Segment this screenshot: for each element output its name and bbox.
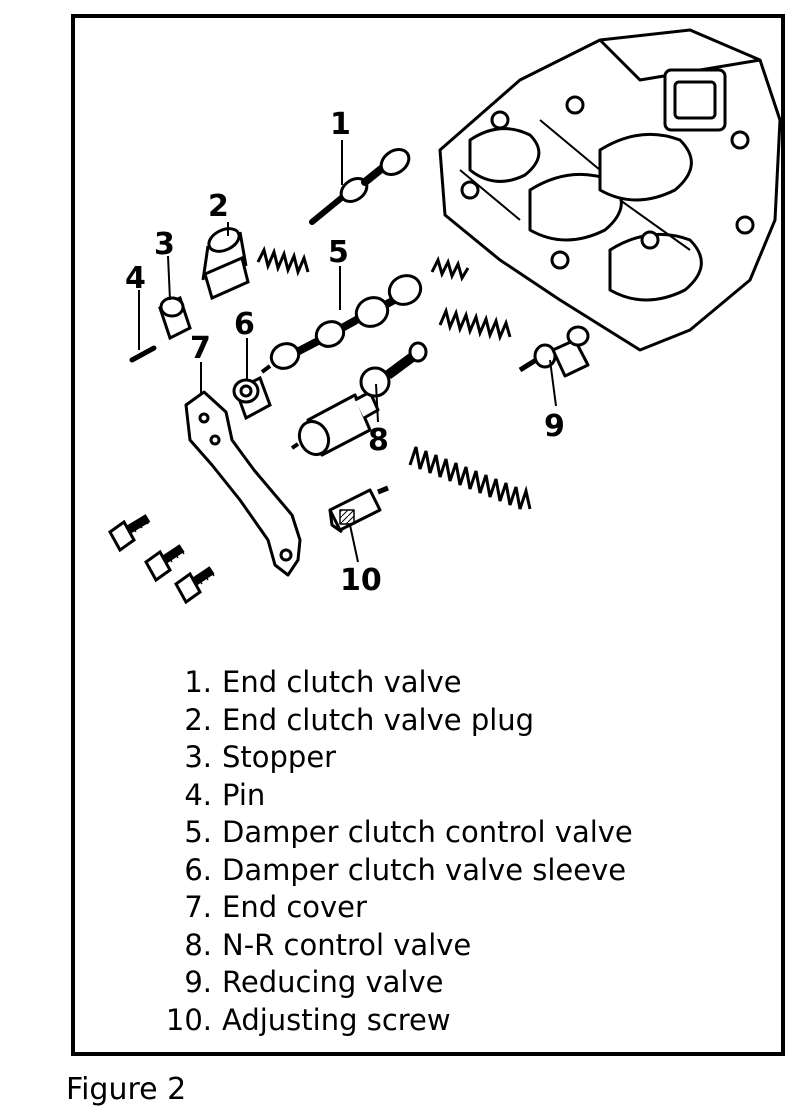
legend-number: 8.: [184, 927, 212, 962]
legend-number: 6.: [184, 852, 212, 887]
legend-text: Damper clutch valve sleeve: [222, 852, 627, 887]
legend-text: Adjusting screw: [222, 1002, 451, 1037]
legend-text: End clutch valve: [222, 665, 462, 699]
callout-3: 3: [154, 227, 175, 262]
legend-number: 2.: [184, 702, 212, 737]
legend-text: Pin: [222, 777, 266, 812]
legend-item: 8. N-R control valve: [138, 927, 758, 965]
valve-body: [438, 28, 782, 352]
spring-medium: [438, 306, 512, 342]
legend-item: 3. Stopper: [138, 739, 758, 777]
callout-4: 4: [125, 261, 146, 296]
end-clutch-valve-plug: [201, 227, 250, 301]
reducing-valve: [518, 325, 590, 378]
callout-8: 8: [368, 423, 389, 458]
legend-number: 7.: [184, 890, 212, 924]
callout-2: 2: [208, 189, 229, 224]
legend-item: 1. End clutch valve: [138, 664, 758, 702]
callout-10: 10: [340, 563, 382, 598]
legend-number: 4.: [184, 777, 212, 812]
leader-lines: [138, 140, 557, 563]
legend-number: 10.: [165, 1002, 212, 1037]
parts-legend: 1. End clutch valve 2. End clutch valve pl…: [138, 664, 758, 1039]
damper-clutch-control-valve: [260, 274, 423, 374]
end-clutch-valve: [309, 148, 411, 225]
damper-clutch-valve-sleeve: [232, 375, 272, 421]
callout-7: 7: [190, 331, 211, 366]
legend-text: Reducing valve: [222, 965, 444, 999]
legend-number: 1.: [184, 665, 212, 699]
legend-text: N-R control valve: [222, 927, 472, 962]
legend-item: 5. Damper clutch control valve: [138, 814, 758, 852]
bolt-2: [144, 544, 185, 583]
adjusting-screw: [328, 485, 389, 534]
figure-caption: Figure 2: [66, 1072, 187, 1107]
figure-frame: [71, 14, 785, 1056]
legend-text: Stopper: [222, 740, 337, 774]
legend-item: 10. Adjusting screw: [138, 1002, 758, 1040]
legend-number: 5.: [184, 815, 212, 849]
bolt-1: [108, 514, 151, 553]
callout-6: 6: [234, 307, 255, 342]
legend-item: 6. Damper clutch valve sleeve: [138, 852, 758, 890]
callout-1: 1: [330, 107, 351, 142]
legend-text: End clutch valve plug: [222, 702, 535, 737]
spring-large: [408, 446, 532, 510]
legend-text: Damper clutch control valve: [222, 815, 633, 849]
n-r-control-valve: [290, 341, 428, 457]
legend-item: 4. Pin: [138, 777, 758, 815]
end-cover: [184, 390, 302, 577]
bolt-3: [174, 566, 215, 605]
legend-text: End cover: [222, 890, 367, 924]
legend-number: 3.: [184, 740, 212, 774]
pin: [129, 345, 157, 363]
callout-9: 9: [544, 409, 565, 444]
stopper: [158, 295, 192, 341]
legend-item: 9. Reducing valve: [138, 964, 758, 1002]
spring-small-2: [430, 255, 470, 282]
spring-small-1: [256, 245, 310, 277]
legend-number: 9.: [184, 965, 212, 999]
callout-5: 5: [328, 235, 349, 270]
legend-item: 7. End cover: [138, 889, 758, 927]
legend-item: 2. End clutch valve plug: [138, 702, 758, 740]
